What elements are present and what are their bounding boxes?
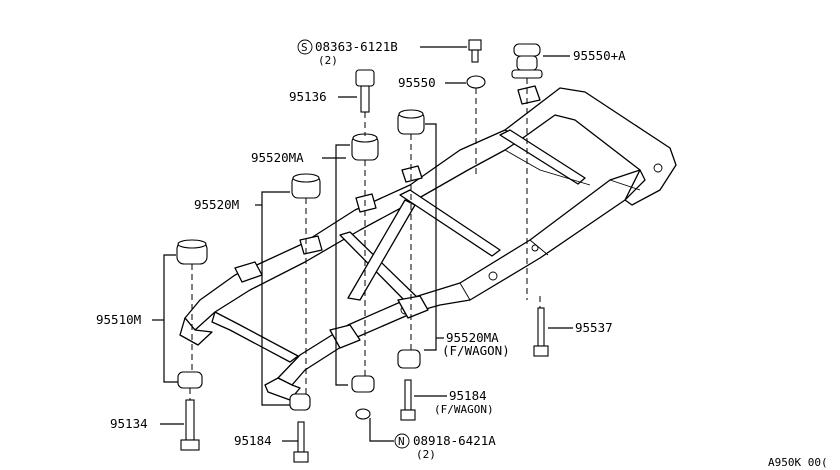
label-95136: 95136 bbox=[289, 89, 327, 104]
label-08918-6421a: 08918-6421A bbox=[413, 433, 496, 448]
cushion-95520ma bbox=[351, 133, 379, 161]
label-95520ma-fwagon: 95520MA bbox=[446, 330, 499, 345]
cushion-95550-upper bbox=[397, 109, 425, 135]
label-95537: 95537 bbox=[575, 320, 613, 335]
label-95134: 95134 bbox=[110, 416, 148, 431]
qty-95520ma-fwagon: (F/WAGON) bbox=[442, 343, 510, 358]
label-95184-fwagon: 95184 bbox=[449, 388, 487, 403]
cushion-95184-center bbox=[351, 375, 375, 420]
label-95550: 95550 bbox=[398, 75, 436, 90]
bolt-95537 bbox=[533, 307, 549, 357]
diagram-id: A950K 00( bbox=[768, 456, 828, 469]
cushion-95550-a bbox=[511, 43, 543, 79]
qty-08918: (2) bbox=[416, 448, 436, 461]
label-95520m: 95520M bbox=[194, 197, 239, 212]
cushion-95510m-top bbox=[176, 239, 208, 265]
cushion-95184-left bbox=[289, 393, 311, 463]
s-marker-icon bbox=[297, 39, 313, 55]
n-marker-icon bbox=[394, 433, 410, 449]
label-95510m: 95510M bbox=[96, 312, 141, 327]
label-95520ma: 95520MA bbox=[251, 150, 304, 165]
label-08363-6121b: 08363-6121B bbox=[315, 39, 398, 54]
part-labels: S 08363-6121B (2) 95550+A 95550 95136 95… bbox=[96, 39, 828, 469]
cushion-95520ma-fwagon bbox=[397, 349, 421, 421]
leader-lines bbox=[152, 46, 573, 442]
washer-95550 bbox=[466, 75, 486, 89]
marker-s-text: S bbox=[301, 41, 308, 54]
bolt-08363 bbox=[468, 39, 482, 63]
label-95550-a: 95550+A bbox=[573, 48, 626, 63]
chassis-frame bbox=[179, 85, 677, 401]
centerlines bbox=[189, 78, 541, 400]
label-95184: 95184 bbox=[234, 433, 272, 448]
bolt-95136 bbox=[355, 69, 375, 113]
qty-95184-fwagon: (F/WAGON) bbox=[434, 403, 494, 416]
marker-n-text: N bbox=[398, 435, 405, 448]
cushion-95510m-bottom bbox=[177, 371, 203, 389]
bolt-95134 bbox=[180, 399, 200, 451]
qty-08363: (2) bbox=[318, 54, 338, 67]
cushion-95520m bbox=[291, 173, 321, 199]
